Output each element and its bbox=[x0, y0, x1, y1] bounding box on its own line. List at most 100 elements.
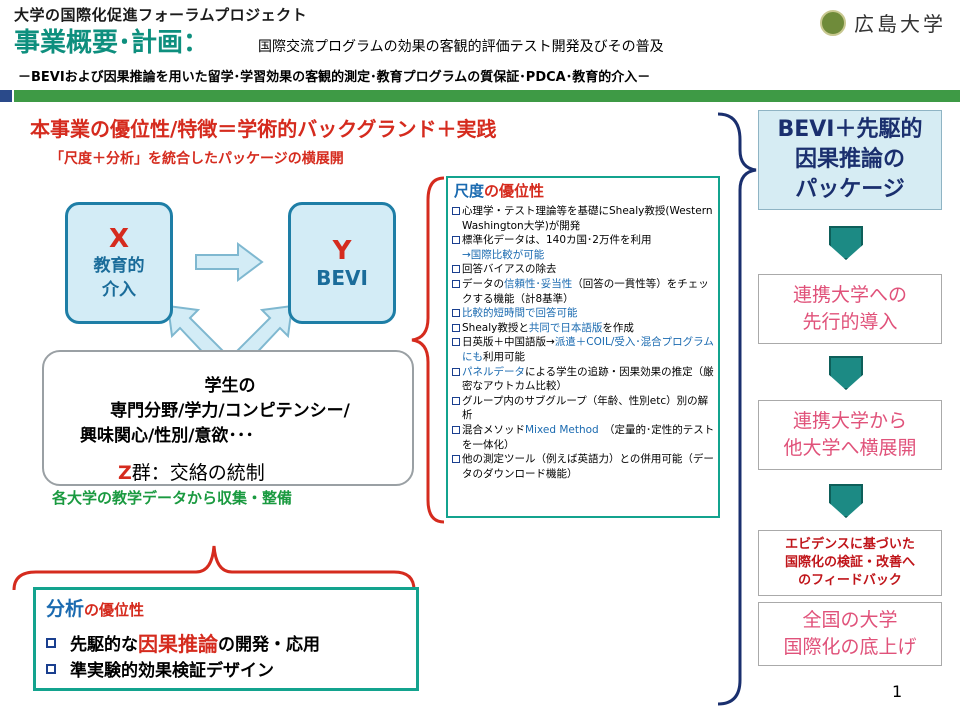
bullet-square-icon bbox=[452, 367, 460, 376]
list-item-text-pre: データの bbox=[462, 277, 504, 290]
list-item: 心理学・テスト理論等を基礎にShealy教授(Western Washingto… bbox=[452, 204, 717, 233]
scale-merit-list: 心理学・テスト理論等を基礎にShealy教授(Western Washingto… bbox=[452, 204, 717, 481]
university-seal-icon bbox=[820, 9, 846, 36]
list-item-text: グループ内のサブグループ（年齢、性別etc）別の解析 bbox=[462, 394, 709, 422]
z-letter: Z bbox=[118, 462, 132, 484]
flow-step-3-line-1: 連携大学から bbox=[792, 410, 907, 432]
flow-step-1-line-3: パッケージ bbox=[795, 177, 905, 202]
scale-title-suffix: の優位性 bbox=[484, 182, 545, 200]
list-item-text: 混合メソッドMixed Method （定量的･定性的テストを一体化） bbox=[462, 423, 717, 452]
bullet-square-icon bbox=[452, 455, 460, 464]
analysis-brace bbox=[12, 545, 416, 591]
flow-step-3-line-2: 他大学へ横展開 bbox=[783, 437, 917, 459]
list-item-text: 心理学・テスト理論等を基礎にShealy教授(Western Washingto… bbox=[462, 205, 713, 232]
bullet-square-icon bbox=[452, 338, 460, 347]
bullet-square-icon bbox=[452, 309, 460, 318]
intervention-box-x: X 教育的 介入 bbox=[65, 202, 173, 324]
package-note: 「尺度＋分析」を統合したパッケージの横展開 bbox=[50, 151, 344, 167]
box-y-letter: Y bbox=[332, 236, 352, 266]
list-item: グループ内のサブグループ（年齢、性別etc）別の解析 bbox=[452, 394, 717, 423]
analysis-title-main: 分析 bbox=[46, 598, 85, 620]
analysis-item-design: 準実験的効果検証デザイン bbox=[46, 656, 274, 681]
list-item-text: 他の測定ツール（例えば英語力）との併用可能（データのダウンロード機能） bbox=[462, 453, 714, 480]
analysis-merit-box bbox=[33, 587, 419, 691]
flow-step-4-line-2: 国際化の検証・改善へ bbox=[784, 555, 915, 570]
flow-step-pilot: 連携大学への 先行的導入 bbox=[758, 274, 942, 344]
list-item-text-post: （回答の一貫性等）をチェックする機能（計8基準） bbox=[462, 277, 709, 305]
list-item-text: パネルデータによる学生の追跡・因果効果の推定（厳密なアウトカム比較） bbox=[462, 365, 717, 394]
list-item-text-pre: Shealy教授と bbox=[462, 321, 529, 334]
flow-step-nationwide: 全国の大学 国際化の底上げ bbox=[758, 602, 942, 666]
list-item-text-post: による学生の追跡・因果効果の推定（厳密なアウトカム比較） bbox=[462, 365, 714, 393]
flow-step-expansion: 連携大学から 他大学へ横展開 bbox=[758, 400, 942, 470]
student-line-1: 学生の bbox=[204, 376, 256, 396]
list-item-text-post: （定量的･定性的テストを一体化） bbox=[462, 423, 715, 451]
student-line-3: 興味関心/性別/意欲･･･ bbox=[80, 426, 254, 446]
analysis-item-causal: 先駆的な因果推論の開発・応用 bbox=[46, 628, 320, 657]
scale-title: 尺度の優位性 bbox=[454, 180, 544, 201]
bullet-square-icon bbox=[452, 323, 460, 332]
analysis-item-2-text: 準実験的効果検証デザイン bbox=[70, 661, 274, 681]
university-logo: 広島大学 bbox=[820, 8, 946, 37]
bullet-square-icon bbox=[452, 279, 460, 288]
flow-step-package: BEVI＋先駆的 因果推論の パッケージ bbox=[758, 110, 942, 210]
list-item-text-blue: 派遣＋COIL/受入･混合プログラムにも bbox=[462, 336, 714, 363]
list-item: パネルデータによる学生の追跡・因果効果の推定（厳密なアウトカム比較） bbox=[452, 365, 717, 394]
list-item-text-pre: 日英版＋中国語版→ bbox=[462, 336, 555, 349]
scale-title-main: 尺度 bbox=[454, 182, 485, 200]
z-group-text: 群：交絡の統制 bbox=[131, 462, 265, 484]
student-attributes-text: 学生の 専門分野/学力/コンピテンシー/ 興味関心/性別/意欲･･･ bbox=[70, 374, 390, 449]
bullet-square-icon bbox=[452, 207, 460, 215]
scale-merit-box bbox=[446, 176, 720, 518]
flow-step-5-line-2: 国際化の底上げ bbox=[783, 636, 917, 658]
flow-step-1-line-1: BEVI＋先駆的 bbox=[777, 117, 923, 142]
scale-brace bbox=[411, 176, 445, 524]
list-item: 日英版＋中国語版→派遣＋COIL/受入･混合プログラムにも利用可能 bbox=[452, 335, 717, 364]
box-x-text2: 介入 bbox=[102, 280, 136, 300]
box-y-text: BEVI bbox=[316, 266, 368, 290]
project-title: 大学の国際化促進フォーラムプロジェクト bbox=[14, 6, 308, 24]
subtitle: －BEVIおよび因果推論を用いた留学･学習効果の客観的測定･教育プログラムの質保… bbox=[18, 70, 651, 85]
list-item: データの信頼性･妥当性（回答の一貫性等）をチェックする機能（計8基準） bbox=[452, 277, 717, 306]
list-item: 混合メソッドMixed Method （定量的･定性的テストを一体化） bbox=[452, 423, 717, 452]
flow-step-4-line-1: エビデンスに基づいた bbox=[785, 537, 915, 552]
flow-step-4-line-3: のフィードバック bbox=[798, 573, 902, 588]
flow-brace bbox=[717, 112, 757, 706]
box-x-letter: X bbox=[108, 224, 130, 254]
list-item-text-blue: 共同で日本語版 bbox=[528, 321, 603, 334]
bullet-square-icon bbox=[46, 663, 56, 674]
university-name: 広島大学 bbox=[854, 12, 946, 36]
list-item: 他の測定ツール（例えば英語力）との併用可能（データのダウンロード機能） bbox=[452, 452, 717, 481]
bullet-square-icon bbox=[452, 265, 460, 274]
bullet-square-icon bbox=[452, 425, 460, 434]
list-item: 標準化データは、140カ国･2万件を利用→国際比較が可能 bbox=[452, 233, 717, 262]
page-number: 1 bbox=[892, 682, 903, 701]
list-item-text-pre: 混合メソッド bbox=[462, 423, 525, 436]
merit-heading: 本事業の優位性/特徴＝学術的バックグランド＋実践 bbox=[30, 117, 497, 141]
list-item-text: 標準化データは、140カ国･2万件を利用→国際比較が可能 bbox=[462, 233, 651, 262]
list-item-text: データの信頼性･妥当性（回答の一貫性等）をチェックする機能（計8基準） bbox=[462, 277, 717, 306]
list-item-text: Shealy教授と共同で日本語版を作成 bbox=[462, 321, 634, 336]
list-item-text-post: を作成 bbox=[602, 321, 634, 334]
list-item: 比較的短時間で回答可能 bbox=[452, 306, 717, 321]
analysis-title-suffix: の優位性 bbox=[84, 601, 145, 619]
flow-step-feedback: エビデンスに基づいた 国際化の検証・改善へ のフィードバック bbox=[758, 530, 942, 596]
list-item-text: 回答バイアスの除去 bbox=[462, 263, 557, 276]
x-to-y-arrow bbox=[195, 242, 264, 282]
box-x-text1: 教育的 bbox=[93, 256, 145, 276]
list-item-text-main: 標準化データは、140カ国･2万件を利用 bbox=[462, 234, 652, 247]
outcome-box-y: Y BEVI bbox=[288, 202, 396, 324]
list-item: Shealy教授と共同で日本語版を作成 bbox=[452, 321, 717, 336]
bullet-square-icon bbox=[452, 236, 460, 245]
flow-step-1-line-2: 因果推論の bbox=[794, 147, 905, 172]
flow-step-2-line-2: 先行的導入 bbox=[802, 311, 898, 333]
list-item-text: 比較的短時間で回答可能 bbox=[462, 307, 578, 320]
list-item-text-blue: →国際比較が可能 bbox=[462, 248, 545, 261]
list-item-text: 日英版＋中国語版→派遣＋COIL/受入･混合プログラムにも利用可能 bbox=[462, 335, 717, 364]
student-attributes-box bbox=[42, 350, 414, 486]
flow-step-2-line-1: 連携大学への bbox=[792, 284, 907, 306]
bullet-square-icon bbox=[452, 396, 460, 405]
list-item-text-blue: Mixed Method bbox=[525, 423, 599, 436]
data-collection-note: 各大学の教学データから収集・整備 bbox=[52, 489, 293, 507]
